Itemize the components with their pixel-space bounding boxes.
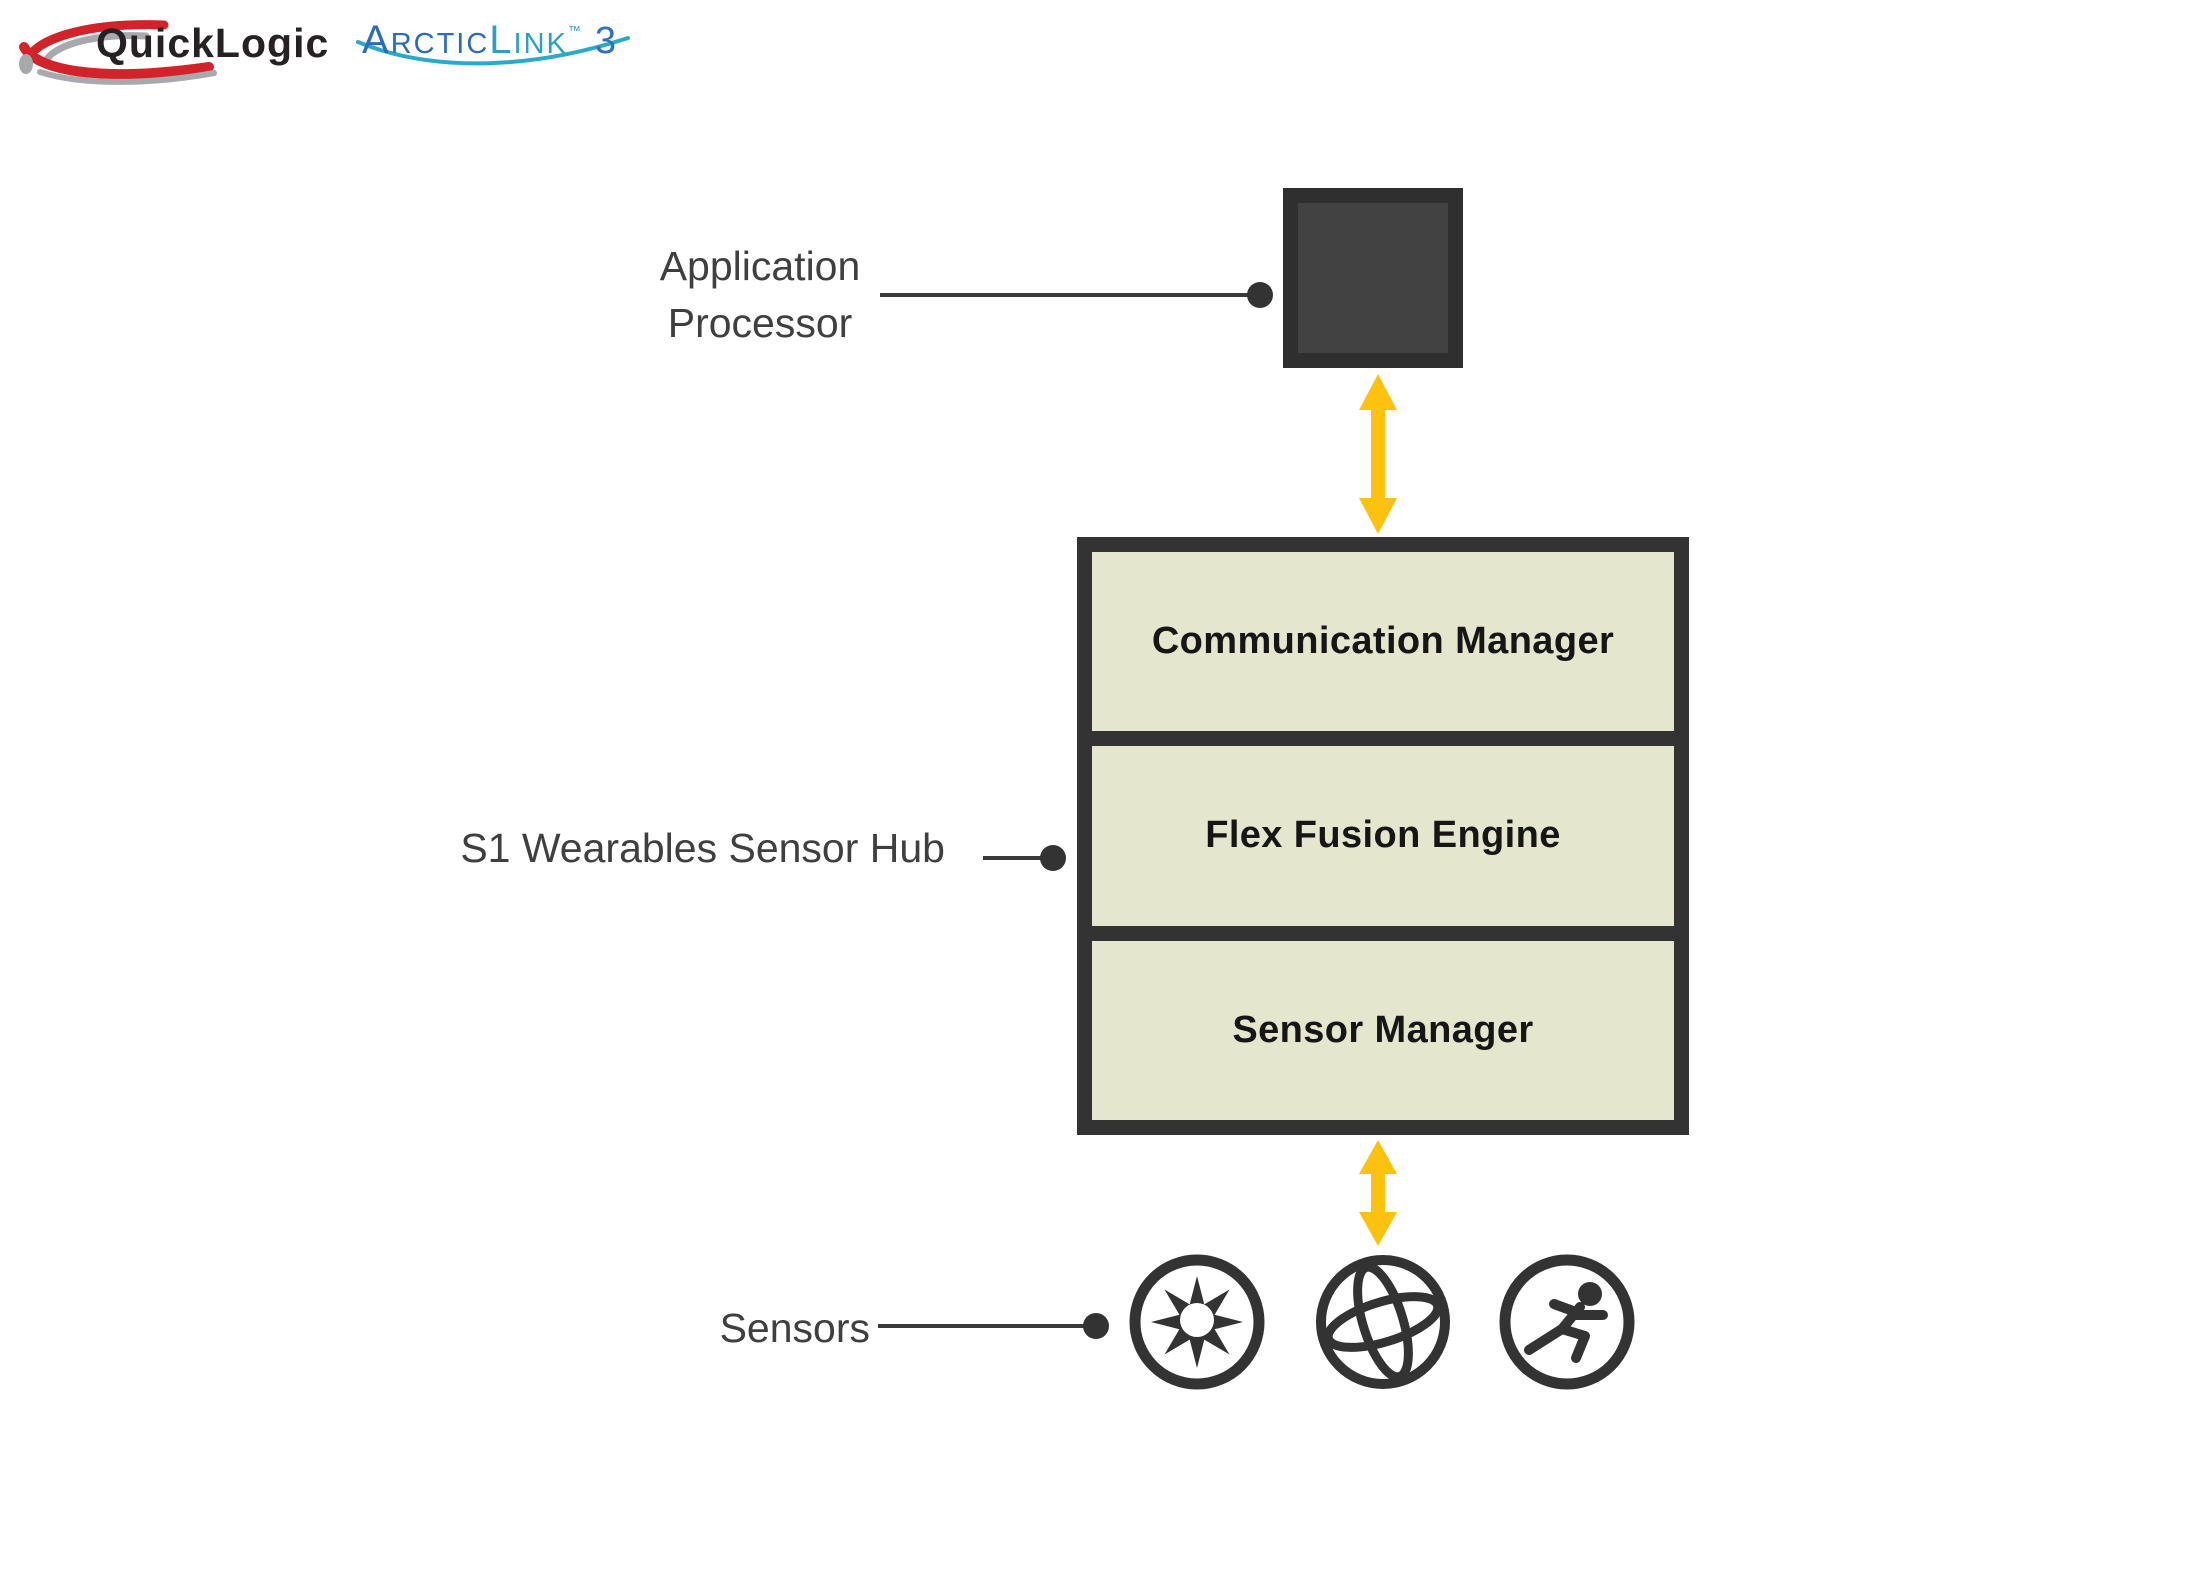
hub-section-communication-manager: Communication Manager — [1092, 552, 1674, 732]
quicklogic-swoosh-icon — [19, 20, 217, 85]
link-initial: L — [489, 18, 514, 62]
link-rest: INK — [513, 28, 568, 60]
light-sensor-icon — [1129, 1254, 1265, 1390]
sensors-label: Sensors — [719, 1305, 870, 1351]
trademark-symbol: ™ — [567, 23, 581, 38]
hub-section-label: Communication Manager — [1151, 620, 1615, 663]
gyroscope-icon — [1316, 1255, 1450, 1389]
quicklogic-wordmark: QuickLogic — [96, 20, 330, 66]
hub-section-label: Sensor Manager — [1232, 1008, 1534, 1051]
arcticlink-logo: ARCTICLINK™ 3 — [356, 8, 662, 80]
sensor-hub-connector-line — [983, 856, 1047, 860]
arctic-rest: RCTIC — [390, 28, 490, 60]
double-arrow-icon — [1359, 374, 1397, 534]
arcticlink-wave-icon — [356, 36, 630, 66]
sensor-hub-label: S1 Wearables Sensor Hub — [460, 825, 945, 871]
sensors-connector-dot — [1083, 1313, 1109, 1339]
quicklogic-logo: QuickLogic — [14, 6, 354, 88]
sensor-hub-connector-dot — [1040, 845, 1066, 871]
sensors-connector-line — [878, 1324, 1086, 1328]
double-arrow-icon — [1359, 1140, 1397, 1246]
application-processor-connector-dot — [1247, 282, 1273, 308]
hub-section-label: Flex Fusion Engine — [1205, 814, 1561, 857]
hub-section-sensor-manager: Sensor Manager — [1092, 940, 1674, 1120]
chip-die — [1298, 203, 1448, 353]
arcticlink-wordmark: ARCTICLINK™ 3 — [362, 18, 616, 63]
activity-sensor-icon — [1499, 1254, 1635, 1390]
sensor-hub-box: Communication Manager Flex Fusion Engine… — [1077, 537, 1689, 1135]
version-number: 3 — [594, 20, 617, 62]
application-processor-connector-line — [880, 293, 1254, 297]
hub-section-flex-fusion-engine: Flex Fusion Engine — [1092, 746, 1674, 926]
sensor-hub-sections: Communication Manager Flex Fusion Engine… — [1092, 552, 1674, 1120]
application-processor-chip — [1283, 188, 1463, 368]
application-processor-label: Application Processor — [659, 243, 861, 346]
arctic-initial: A — [362, 18, 391, 62]
